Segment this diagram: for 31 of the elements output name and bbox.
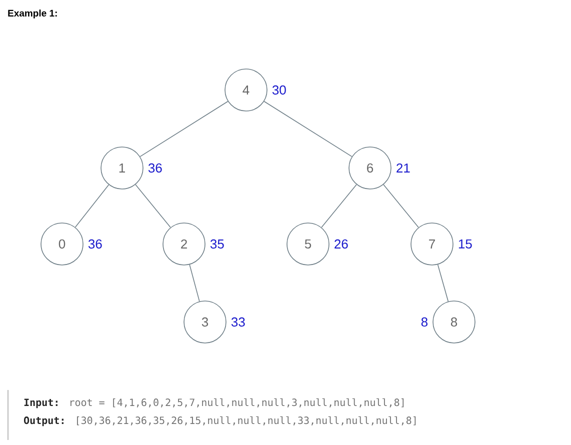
node-value: 8 [421,317,428,327]
tree-edge [189,264,200,302]
tree-edge [264,100,352,157]
tree-edge [140,100,228,157]
tree-edge [74,184,110,228]
tree-node: 1 [100,146,144,190]
tree-node: 3 [184,300,226,344]
node-value: 33 [231,317,245,327]
tree-node: 4 [224,68,268,112]
tree-node: 6 [348,146,392,190]
field-label: Input: [24,398,58,408]
tree-edge [437,264,449,302]
tree-node: 8 [432,300,476,344]
node-value: 15 [458,239,472,249]
heading: Example 1: [8,10,57,18]
node-value: 35 [210,239,224,249]
node-value: 36 [88,239,102,249]
tree-node: 5 [286,222,330,266]
tree-node: 0 [40,222,84,266]
node-value: 36 [148,163,162,173]
tree-node: 7 [410,222,454,266]
code-text: root = [4,1,6,0,2,5,7,null,null,null,3,null,null,null,8] [70,398,404,408]
node-value: 30 [272,85,286,95]
tree-edge [321,184,357,228]
field-label: Output: [24,416,64,426]
tree-edge [135,184,171,228]
tree-edge [383,184,419,228]
tree-node: 2 [162,222,206,266]
node-value: 21 [396,163,410,173]
node-value: 26 [334,239,348,249]
code-text: [30,36,21,36,35,26,15,null,null,null,33,null,null,null,8] [77,416,416,426]
